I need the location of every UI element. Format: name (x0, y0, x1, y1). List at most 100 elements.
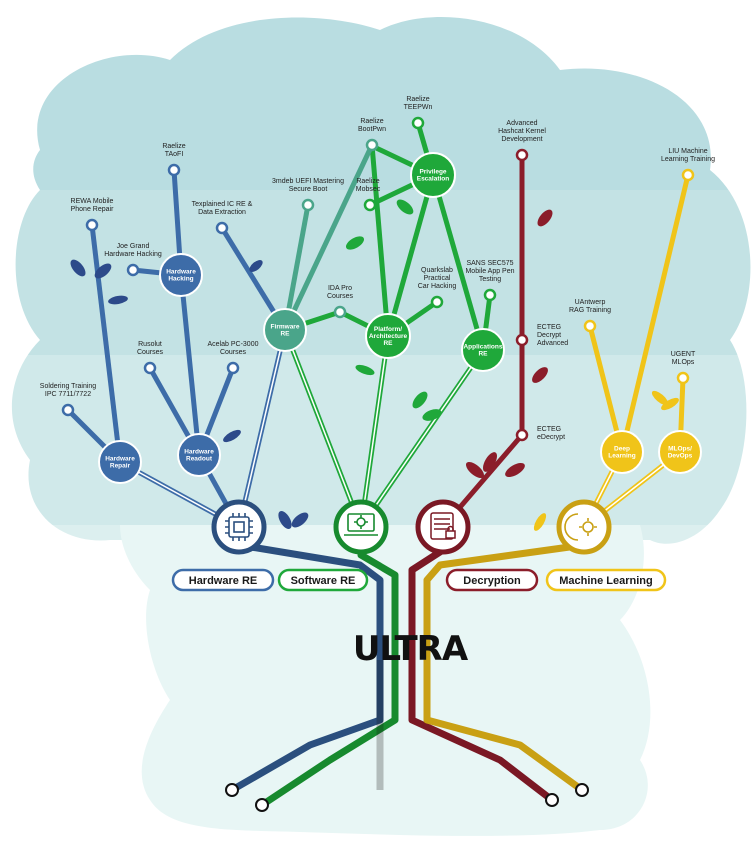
machine-learning-hub[interactable] (556, 499, 612, 555)
course-label-line: Phone Repair (71, 206, 114, 213)
category-decryption[interactable]: Decryption (445, 568, 539, 592)
leaf-endpoint (676, 371, 690, 385)
leaf-endpoint (365, 138, 379, 152)
course-label-line: Testing (479, 276, 501, 283)
deep-learning-node-label-line: Deep (614, 446, 630, 453)
leaf-endpoint (85, 218, 99, 232)
applications-re-node-label-line: RE (478, 351, 488, 358)
course-leaf[interactable]: Texplained IC RE &Data Extraction (192, 201, 253, 235)
node-circle (98, 440, 142, 484)
course-label-line: Data Extraction (198, 209, 246, 216)
node-circle (600, 430, 644, 474)
hardware-repair-node-label-line: Hardware (105, 456, 135, 463)
category-software-re[interactable]: Software RE (277, 568, 369, 592)
course-label-line: Mobsec (356, 186, 381, 193)
laptop-gear-icon (344, 513, 378, 536)
hardware-hacking-node-label-line: Hardware (166, 269, 196, 276)
ultra-logo: ULTRA (353, 629, 470, 669)
category-label: Machine Learning (559, 575, 653, 587)
circuit-chip-icon (225, 513, 253, 541)
course-label-line: Acelab PC-3000 (208, 341, 259, 348)
course-label-line: Development (501, 136, 542, 143)
course-label-line: UGENT (671, 351, 696, 358)
privilege-escalation-node-label-line: Privilege (419, 169, 446, 176)
software-re-hub[interactable] (333, 499, 389, 555)
hardware-readout-node-label-line: Hardware (184, 449, 214, 456)
category-hardware-re[interactable]: Hardware RE (171, 568, 275, 592)
mlops-devops-node[interactable]: MLOps/DevOps (658, 430, 702, 474)
course-label-line: Raelize (162, 143, 185, 150)
hardware-readout-node-label-line: Readout (186, 456, 213, 463)
course-label-line: Quarkslab (421, 267, 453, 274)
hardware-repair-node-label-line: Repair (110, 463, 131, 470)
course-label-line: Raelize (360, 118, 383, 125)
course-label-line: TEEPWn (404, 104, 433, 111)
course-label-line: 3mdeb UEFI Mastering (272, 178, 344, 185)
leaf-endpoint (333, 305, 347, 319)
course-label-line: TAoFI (165, 151, 184, 158)
node-circle (177, 433, 221, 477)
category-label: Decryption (463, 575, 521, 587)
course-label-line: Secure Boot (289, 186, 328, 193)
node-circle (159, 253, 203, 297)
decryption-hub[interactable] (415, 499, 471, 555)
leaf-endpoint (430, 295, 444, 309)
category-label: Software RE (291, 575, 356, 587)
course-label-line: Soldering Training (40, 383, 97, 390)
leaf-endpoint (61, 403, 75, 417)
course-label-line: Hardware Hacking (104, 251, 162, 258)
course-label-line: Joe Grand (117, 243, 150, 250)
hardware-re-hub[interactable] (211, 499, 267, 555)
privilege-escalation-node-label-line: Escalation (417, 176, 450, 183)
category-pill (277, 568, 369, 592)
category-pill (171, 568, 275, 592)
category-machine-learning[interactable]: Machine Learning (545, 568, 667, 592)
leaf-endpoint (143, 361, 157, 375)
decorative-leaves (70, 199, 679, 531)
trunk-background (120, 525, 651, 836)
category-legend: Hardware RE Software RE Decryption Machine … (171, 568, 667, 592)
firmware-re-node-label-line: RE (280, 331, 290, 338)
